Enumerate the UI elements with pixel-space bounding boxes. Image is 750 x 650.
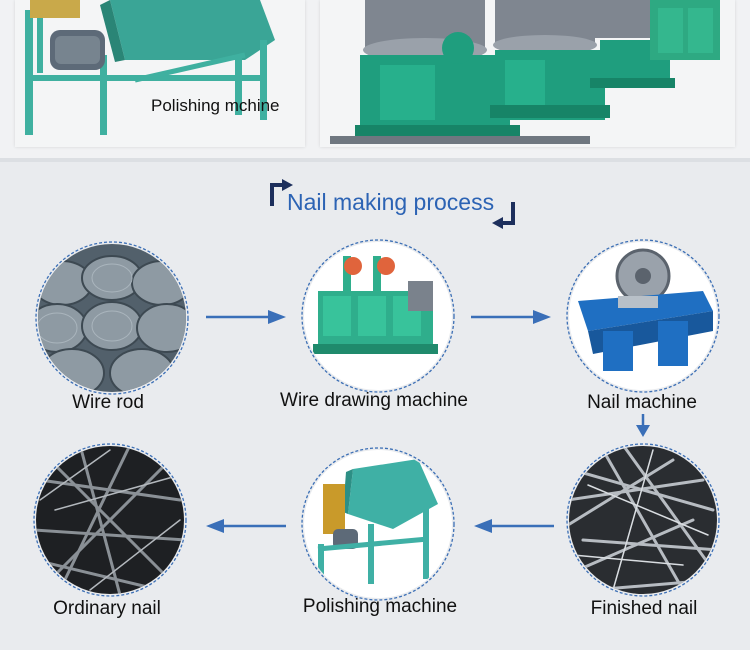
finished-nail-image xyxy=(566,443,720,597)
section-divider xyxy=(0,158,750,162)
step-label-nail-machine: Nail machine xyxy=(587,392,697,413)
polishing-machine-photo: Polishing mchine xyxy=(15,0,305,147)
wire-rod-image xyxy=(35,241,189,395)
arrow-left-icon xyxy=(474,519,554,533)
step-label-wire-rod: Wire rod xyxy=(72,392,144,413)
step-polishing-machine xyxy=(298,444,458,604)
step-label-ordinary-nail: Ordinary nail xyxy=(53,598,161,619)
title-left-arrow-icon xyxy=(270,179,293,206)
step-ordinary-nail xyxy=(30,440,190,600)
polishing-machine-caption: Polishing mchine xyxy=(151,96,280,115)
step-label-finished-nail: Finished nail xyxy=(590,598,698,619)
ordinary-nail-image xyxy=(33,443,187,597)
arrow-right-icon xyxy=(206,310,286,324)
arrow-left-icon xyxy=(206,519,286,533)
arrow-down-icon xyxy=(636,414,650,437)
page-title: Nail making process xyxy=(287,189,495,215)
step-finished-nail xyxy=(563,440,723,600)
step-wire-drawing-machine xyxy=(298,236,458,396)
nail-machine-image xyxy=(566,239,720,393)
step-nail-machine xyxy=(563,236,723,396)
polishing-machine-image xyxy=(301,447,455,601)
wire-drawing-machines-photo xyxy=(320,0,735,147)
wire-drawing-machine-image xyxy=(301,239,455,393)
arrow-right-icon xyxy=(471,310,551,324)
step-wire-rod xyxy=(32,238,192,398)
step-label-wire-drawing-machine: Wire drawing machine xyxy=(280,390,468,411)
title-right-arrow-icon xyxy=(492,202,515,229)
step-label-polishing-machine: Polishing machine xyxy=(302,596,458,617)
